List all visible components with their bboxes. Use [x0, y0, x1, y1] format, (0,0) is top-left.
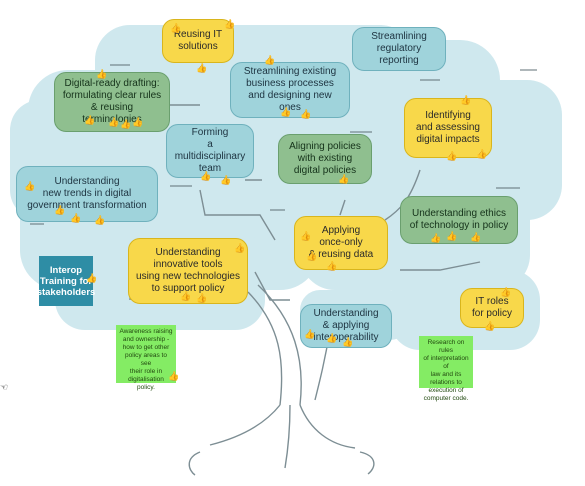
node-forming-team[interactable]: Forming a multidisciplinary team	[166, 124, 254, 178]
thumbs-up-icon: 👍	[484, 321, 496, 331]
thumbs-up-icon: 👍	[96, 69, 108, 79]
thumbs-up-icon: 👍	[120, 119, 132, 129]
thumbs-up-icon: 👍	[300, 109, 312, 119]
thumbs-up-icon: 👍	[264, 55, 276, 65]
thumbs-up-icon: 👍	[224, 19, 236, 29]
node-streamlining-business-processes[interactable]: Streamlining existing business processes…	[230, 62, 350, 118]
thumbs-up-icon: 👍	[132, 117, 144, 127]
node-understanding-interoperability[interactable]: Understanding & applying interoperabilit…	[300, 304, 392, 348]
sticky-note-awareness[interactable]: Awareness raising and ownership - how to…	[116, 325, 176, 391]
thumbs-up-icon: 👍	[220, 175, 232, 185]
thumbs-up-icon: 👍	[180, 291, 192, 301]
node-digital-ready-drafting[interactable]: Digital-ready drafting: formulating clea…	[54, 72, 170, 132]
thumbs-up-icon: 👍	[300, 231, 312, 241]
node-understanding-innovative-tools[interactable]: Understanding innovative tools using new…	[128, 238, 248, 304]
node-understanding-ethics[interactable]: Understanding ethics of technology in po…	[400, 196, 518, 244]
node-aligning-policies[interactable]: Aligning policies with existing digital …	[278, 134, 372, 184]
thumbs-up-icon: 👍	[196, 63, 208, 73]
thumbs-up-icon: 👍	[86, 273, 98, 283]
node-understanding-new-trends[interactable]: Understanding new trends in digital gove…	[16, 166, 158, 222]
thumbs-up-icon: 👍	[338, 174, 350, 184]
thumbs-up-icon: 👍	[446, 151, 458, 161]
thumbs-up-icon: 👍	[84, 115, 96, 125]
thumbs-up-icon: 👍	[170, 23, 182, 33]
thumbs-up-icon: 👍	[326, 261, 338, 271]
thumbs-up-icon: 👍	[470, 232, 482, 242]
thumbs-up-icon: 👍	[24, 181, 36, 191]
thumbs-up-icon: 👍	[306, 251, 318, 261]
thumbs-up-icon: 👍	[70, 213, 82, 223]
thumbs-up-icon: 👍	[168, 371, 180, 381]
thumbs-up-icon: 👍	[326, 333, 338, 343]
thumbs-up-icon: 👍	[430, 233, 442, 243]
thumbs-up-icon: 👍	[304, 329, 316, 339]
sticky-note-research[interactable]: Research on rules of interpretation of l…	[419, 336, 473, 402]
thumbs-up-icon: 👍	[476, 149, 488, 159]
node-interop-training[interactable]: Interop Training for stakeholders	[37, 256, 95, 306]
node-applying-once-only[interactable]: Applying once-only & reusing data	[294, 216, 388, 270]
thumbs-up-icon: 👍	[280, 107, 292, 117]
thumbs-up-icon: 👍	[446, 231, 458, 241]
pointing-hand-icon: ☜	[0, 382, 9, 392]
thumbs-up-icon: 👍	[460, 95, 472, 105]
node-streamlining-regulatory-reporting[interactable]: Streamlining regulatory reporting	[352, 27, 446, 71]
node-identifying-digital-impacts[interactable]: Identifying and assessing digital impact…	[404, 98, 492, 158]
tree-trunk	[129, 104, 481, 476]
thumbs-up-icon: 👍	[234, 243, 246, 253]
thumbs-up-icon: 👍	[200, 171, 212, 181]
thumbs-up-icon: 👍	[108, 117, 120, 127]
thumbs-up-icon: 👍	[342, 337, 354, 347]
node-it-roles-for-policy[interactable]: IT roles for policy	[460, 288, 524, 328]
thumbs-up-icon: 👍	[94, 215, 106, 225]
thumbs-up-icon: 👍	[500, 287, 512, 297]
thumbs-up-icon: 👍	[54, 205, 66, 215]
node-reusing-it-solutions[interactable]: Reusing IT solutions	[162, 19, 234, 63]
thumbs-up-icon: 👍	[196, 293, 208, 303]
